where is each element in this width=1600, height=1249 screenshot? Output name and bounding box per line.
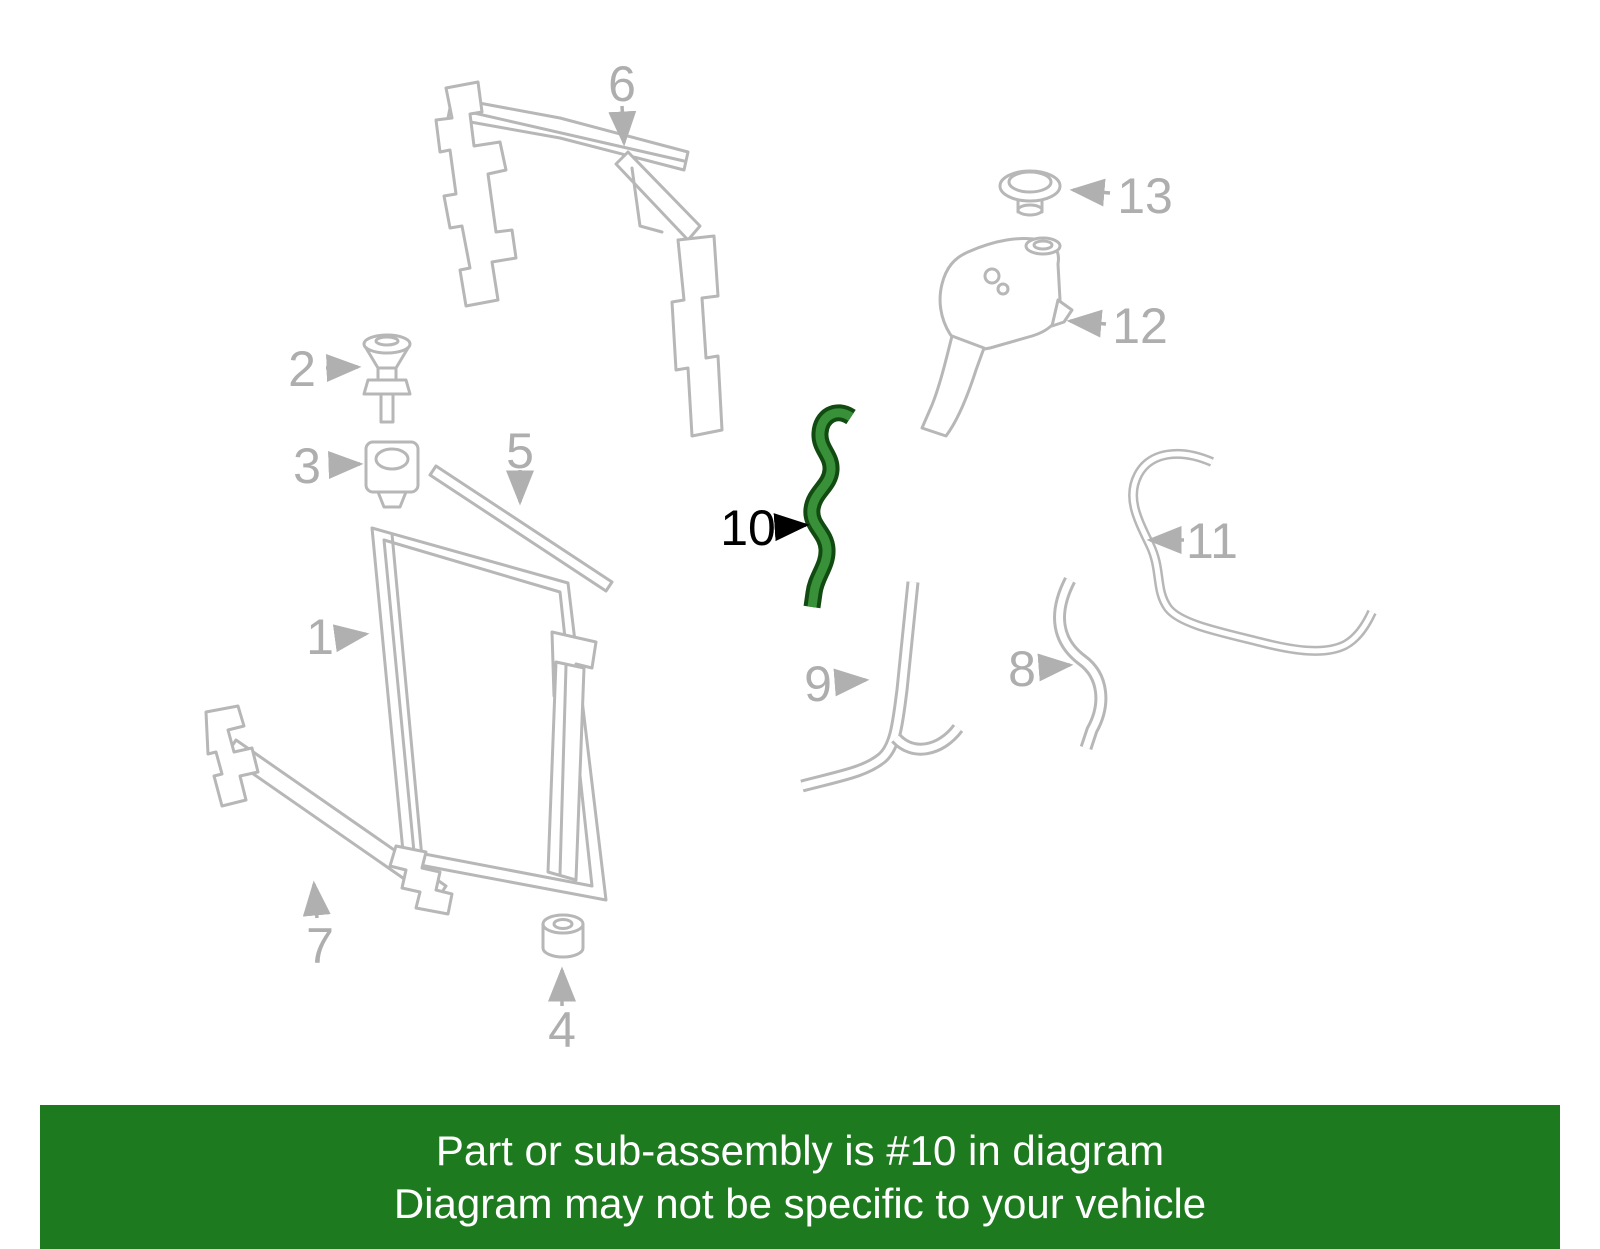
part-7-lower-bracket bbox=[204, 704, 454, 916]
callout-8-arrow bbox=[1037, 653, 1074, 682]
callout-10-arrow bbox=[773, 513, 810, 542]
callout-10-highlighted: 10 bbox=[720, 500, 776, 556]
callout-3-arrow bbox=[328, 451, 364, 480]
part-2-mount bbox=[362, 333, 412, 424]
callout-6: 6 bbox=[608, 56, 636, 112]
callout-numbers: 1 2 3 4 5 6 7 8 9 11 12 13 bbox=[288, 56, 1238, 1058]
callout-13-arrow bbox=[1069, 178, 1111, 207]
callout-12: 12 bbox=[1112, 298, 1168, 354]
callout-2-arrow bbox=[325, 353, 362, 382]
callout-5: 5 bbox=[506, 423, 534, 479]
part-9-hose bbox=[800, 581, 964, 793]
callout-1: 1 bbox=[306, 609, 334, 665]
part-13-reservoir-cap bbox=[998, 169, 1062, 217]
banner-line-1: Part or sub-assembly is #10 in diagram bbox=[435, 1127, 1165, 1174]
callout-1-arrow bbox=[332, 624, 370, 653]
callout-9-arrow bbox=[833, 668, 870, 697]
callout-9: 9 bbox=[804, 656, 832, 712]
part-11-hose bbox=[1128, 448, 1377, 656]
banner-line-2: Diagram may not be specific to your vehi… bbox=[393, 1180, 1207, 1227]
callout-11: 11 bbox=[1186, 513, 1238, 569]
callout-2: 2 bbox=[288, 341, 316, 397]
callout-arrows bbox=[302, 105, 1184, 1006]
part-3-insulator bbox=[364, 440, 420, 509]
callout-12-arrow bbox=[1066, 309, 1107, 338]
callout-7-arrow bbox=[302, 880, 331, 919]
part-10-hose-fill bbox=[807, 408, 854, 608]
part-8-hose bbox=[1053, 577, 1108, 751]
part-4-bushing bbox=[541, 913, 585, 959]
part-12-coolant-reservoir bbox=[920, 236, 1074, 438]
callout-3: 3 bbox=[293, 438, 321, 494]
callout-7: 7 bbox=[306, 918, 334, 974]
part-1-radiator bbox=[370, 526, 608, 902]
part-10-hose-highlighted bbox=[803, 404, 856, 609]
part-5-seal-strip bbox=[428, 464, 614, 593]
callout-13: 13 bbox=[1117, 168, 1173, 224]
callout-8: 8 bbox=[1008, 641, 1036, 697]
part-6-radiator-support bbox=[434, 80, 724, 438]
notice-banner: Part or sub-assembly is #10 in diagram D… bbox=[40, 1105, 1560, 1249]
callout-6-arrow bbox=[608, 105, 637, 147]
callout-4: 4 bbox=[548, 1002, 576, 1058]
